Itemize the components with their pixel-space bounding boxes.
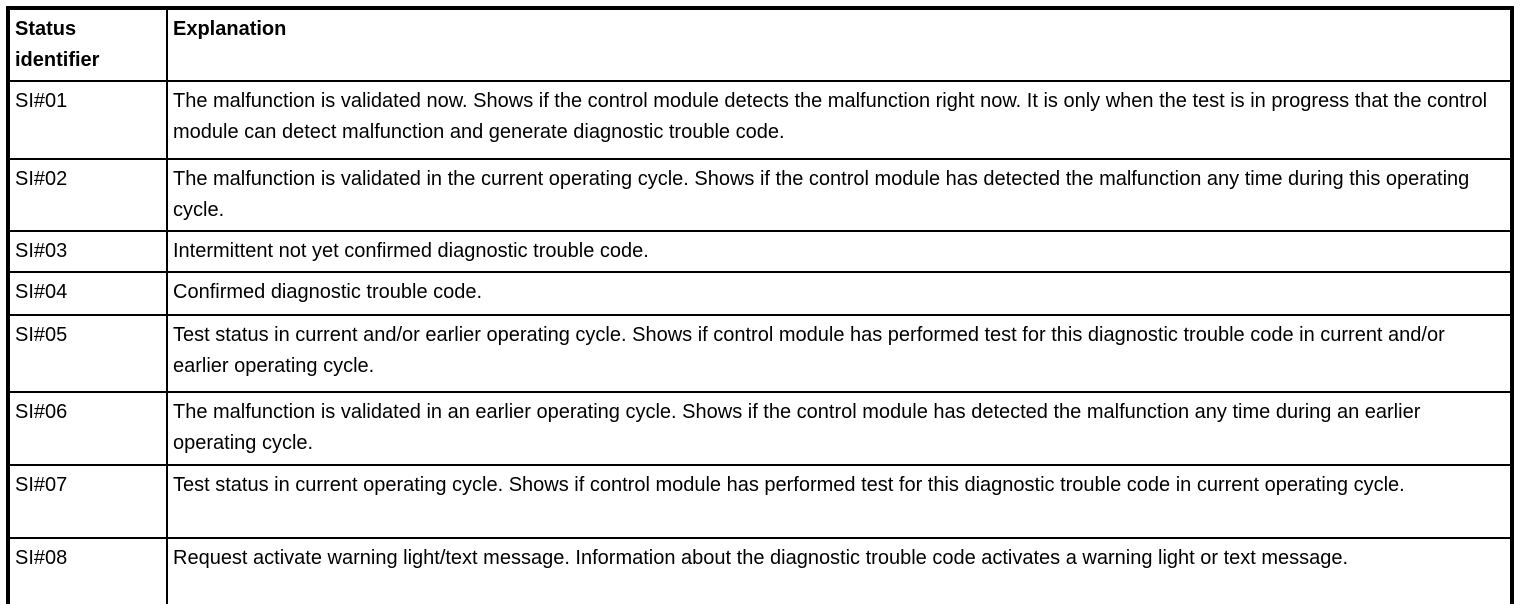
table-row: SI#02 The malfunction is validated in th… [7,158,1513,232]
table-row: SI#01 The malfunction is validated now. … [7,80,1513,160]
status-id-cell: SI#03 [7,230,168,273]
explanation-cell: Confirmed diagnostic trouble code. [166,271,1513,316]
table-row: SI#05 Test status in current and/or earl… [7,314,1513,393]
explanation-cell: The malfunction is validated in an earli… [166,391,1513,466]
table-row: SI#04 Confirmed diagnostic trouble code. [7,271,1513,316]
header-status-identifier: Status identifier [7,7,168,82]
status-id-cell: SI#06 [7,391,168,466]
table-row: SI#08 Request activate warning light/tex… [7,537,1513,604]
explanation-cell: The malfunction is validated now. Shows … [166,80,1513,160]
header-explanation: Explanation [166,7,1513,82]
explanation-cell: Request activate warning light/text mess… [166,537,1513,604]
status-identifier-table: Status identifier Explanation SI#01 The … [6,6,1514,604]
explanation-cell: Intermittent not yet confirmed diagnosti… [166,230,1513,273]
table-row: SI#03 Intermittent not yet confirmed dia… [7,230,1513,273]
explanation-cell: The malfunction is validated in the curr… [166,158,1513,232]
table-row: SI#07 Test status in current operating c… [7,464,1513,539]
explanation-cell: Test status in current operating cycle. … [166,464,1513,539]
status-id-cell: SI#01 [7,80,168,160]
table-header-row: Status identifier Explanation [7,7,1513,82]
status-id-cell: SI#08 [7,537,168,604]
explanation-cell: Test status in current and/or earlier op… [166,314,1513,393]
status-id-cell: SI#04 [7,271,168,316]
table-row: SI#06 The malfunction is validated in an… [7,391,1513,466]
status-id-cell: SI#02 [7,158,168,232]
status-id-cell: SI#05 [7,314,168,393]
status-id-cell: SI#07 [7,464,168,539]
